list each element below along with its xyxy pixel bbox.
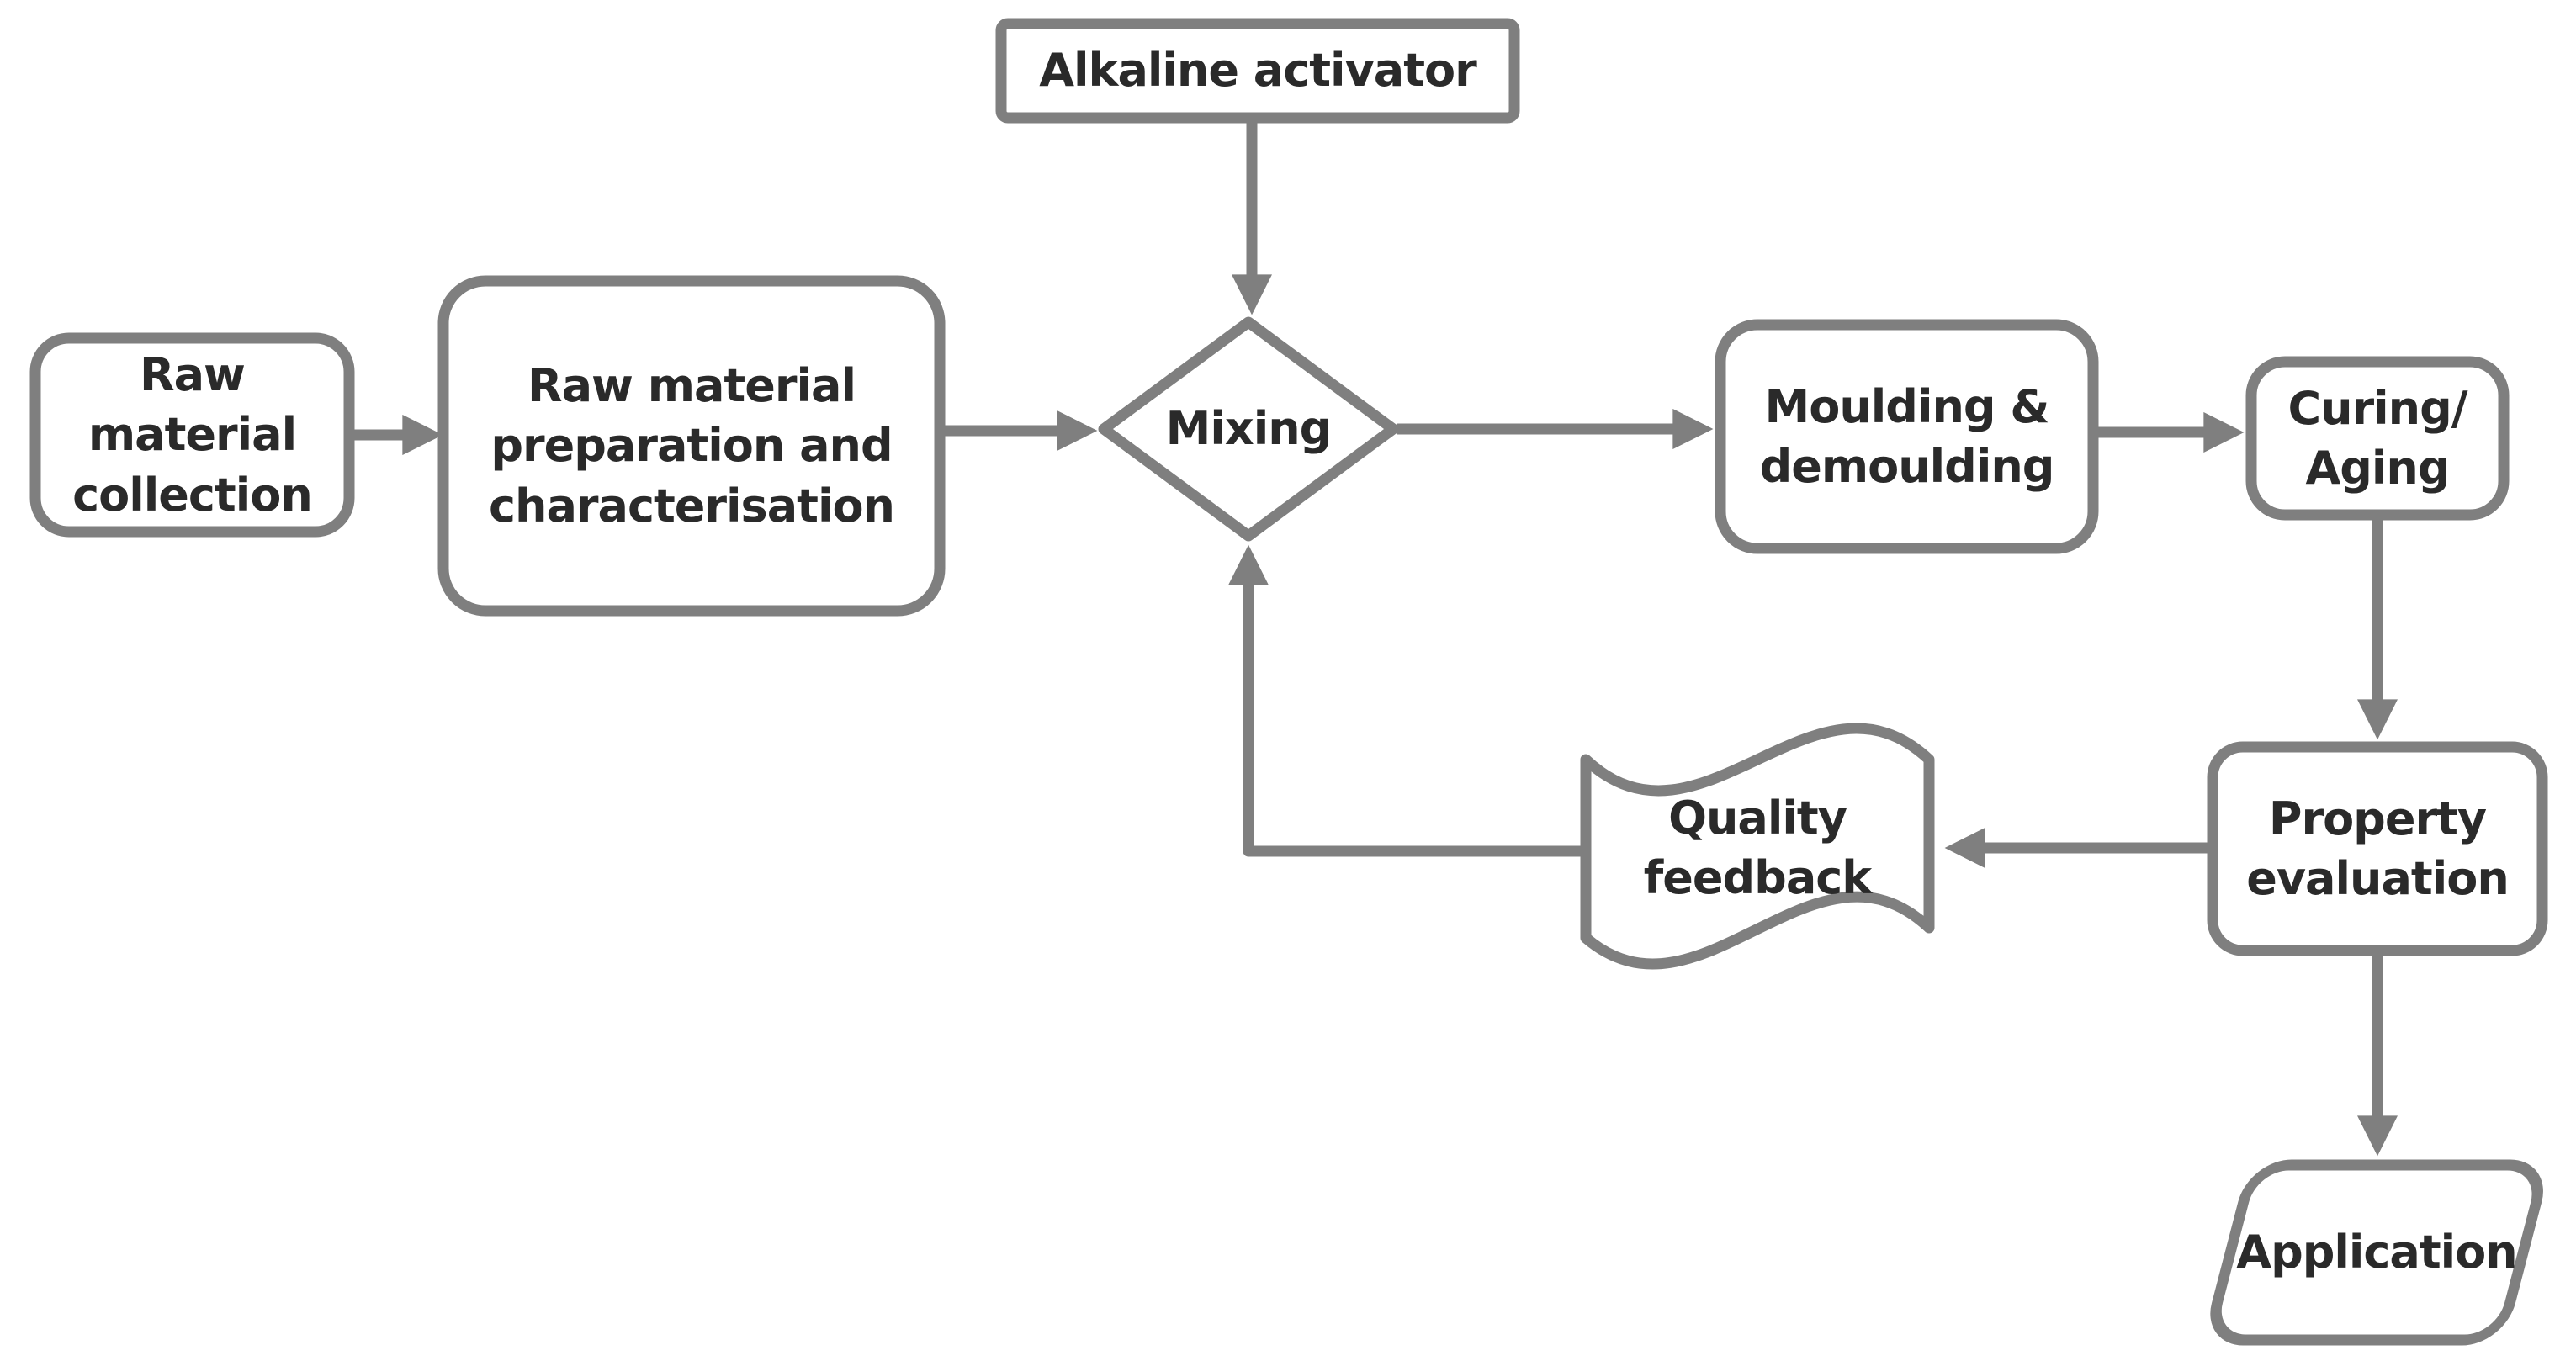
- application-parallelogram-shape: [2210, 1159, 2543, 1346]
- alkaline-activator-shape: [995, 18, 1520, 124]
- curing-aging-shape: [2245, 356, 2510, 521]
- moulding-demoulding-shape: [1715, 319, 2099, 554]
- property-evaluation-shape: [2207, 741, 2548, 956]
- mixing-diamond-shape: [1098, 316, 1399, 542]
- raw-material-preparation-shape: [437, 275, 946, 617]
- quality-feedback-tape-shape: [1580, 723, 1935, 970]
- raw-material-collection-shape: [29, 332, 355, 538]
- arrow-feedback-to-mixing: [1227, 544, 1586, 857]
